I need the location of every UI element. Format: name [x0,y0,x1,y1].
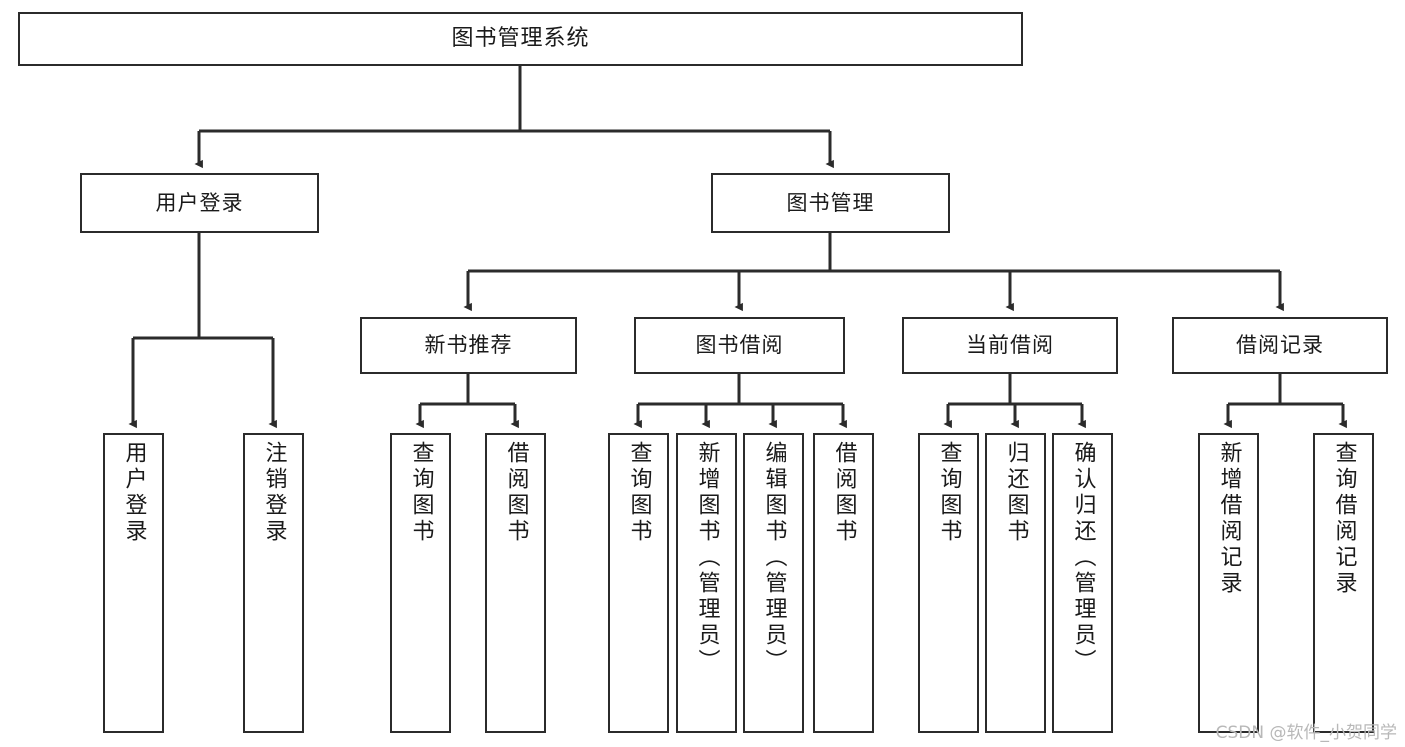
leaf-current-borrow-return-book[interactable]: 归还图书 [985,433,1046,733]
node-user-login[interactable]: 用户登录 [80,173,319,233]
node-label: 图书管理系统 [451,26,590,52]
node-label: 借阅图书 [503,441,529,545]
leaf-book-borrow-add-book-admin[interactable]: 新增图书（管理员） [676,433,737,733]
leaf-new-book-borrow-book[interactable]: 借阅图书 [485,433,546,733]
node-label: 查询图书 [408,441,434,545]
node-label: 注销登录 [261,441,287,545]
node-book-borrow[interactable]: 图书借阅 [634,317,845,374]
leaf-borrow-record-query-record[interactable]: 查询借阅记录 [1313,433,1374,733]
node-label: 新增借阅记录 [1216,441,1242,597]
leaf-new-book-query-book[interactable]: 查询图书 [390,433,451,733]
leaf-current-borrow-confirm-return-admin[interactable]: 确认归还（管理员） [1052,433,1113,733]
node-label: 当前借阅 [966,333,1054,358]
node-label: 查询图书 [936,441,962,545]
node-book-management[interactable]: 图书管理 [711,173,950,233]
leaf-book-borrow-edit-book-admin[interactable]: 编辑图书（管理员） [743,433,804,733]
leaf-book-borrow-query-book[interactable]: 查询图书 [608,433,669,733]
node-label: 归还图书 [1003,441,1029,545]
node-label: 借阅记录 [1236,333,1324,358]
leaf-user-login-login[interactable]: 用户登录 [103,433,164,733]
watermark-text: CSDN @软件_小贺同学 [1215,723,1397,743]
node-label: 编辑图书（管理员） [761,441,787,675]
node-label: 查询图书 [626,441,652,545]
node-label: 借阅图书 [831,441,857,545]
node-label: 用户登录 [121,441,147,545]
node-current-borrow[interactable]: 当前借阅 [902,317,1118,374]
node-label: 图书借阅 [695,333,784,358]
node-label: 新书推荐 [424,333,513,358]
leaf-book-borrow-borrow-book[interactable]: 借阅图书 [813,433,874,733]
node-label: 用户登录 [155,190,244,215]
leaf-borrow-record-add-record[interactable]: 新增借阅记录 [1198,433,1259,733]
node-label: 确认归还（管理员） [1070,441,1096,675]
node-new-book-recommend[interactable]: 新书推荐 [360,317,577,374]
leaf-user-login-logout[interactable]: 注销登录 [243,433,304,733]
node-borrow-record[interactable]: 借阅记录 [1172,317,1388,374]
node-root-book-management-system[interactable]: 图书管理系统 [18,12,1023,66]
node-label: 新增图书（管理员） [694,441,720,675]
node-label: 查询借阅记录 [1331,441,1357,597]
node-label: 图书管理 [786,190,875,215]
leaf-current-borrow-query-book[interactable]: 查询图书 [918,433,979,733]
